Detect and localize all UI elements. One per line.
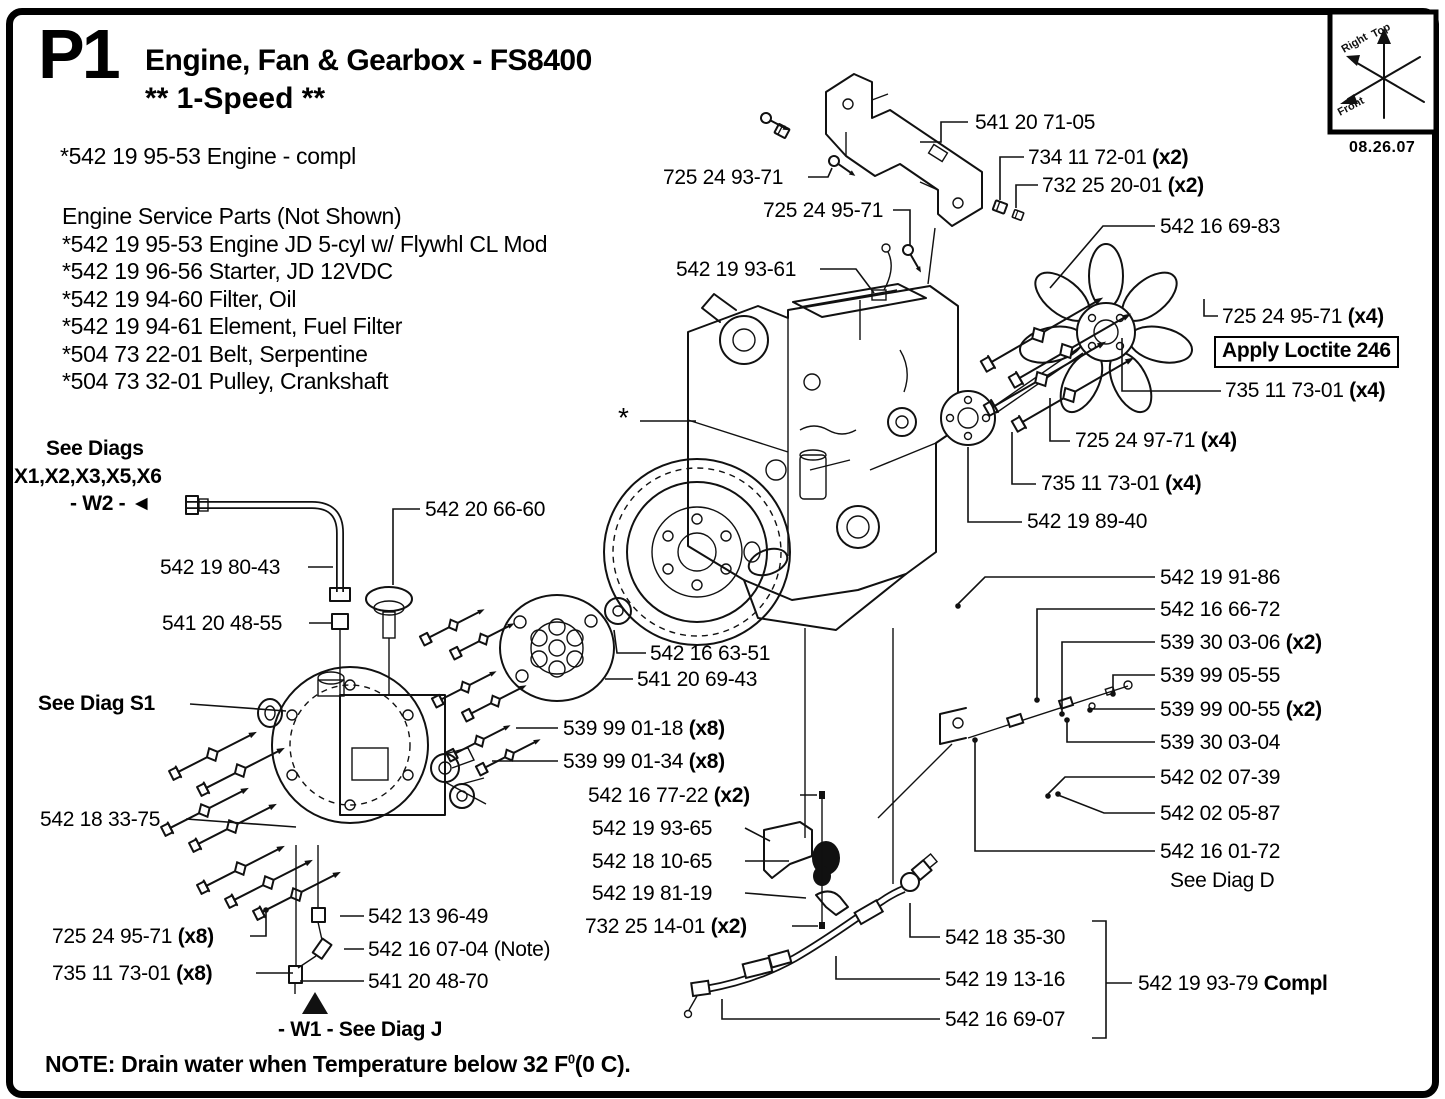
part-callout: 539 99 00-55 (x2) [1160,698,1322,721]
part-callout: 542 16 01-72 [1160,840,1281,863]
part-callout: 541 20 71-05 [975,111,1096,134]
service-part-item: *504 73 22-01 Belt, Serpentine [62,340,368,367]
part-callout: 541 20 48-70 [368,970,489,993]
part-callout: 539 99 01-34 (x8) [563,750,725,773]
revision-date: 08.26.07 [1349,139,1416,156]
w1-ref: - W1 - See Diag J [278,1018,443,1041]
leader-lines [185,121,1221,1039]
part-callout: 539 99 01-18 (x8) [563,717,725,740]
engine-art [603,243,959,646]
part-callout: 542 18 33-75 [40,808,161,831]
apply-loctite-note: Apply Loctite 246 [1214,336,1399,368]
w1-drain-art [288,845,333,1014]
part-callout: 732 25 20-01 (x2) [1042,174,1204,197]
part-callout: 542 20 66-60 [425,498,546,521]
gearbox-art [159,602,545,923]
part-callout: 542 16 69-07 [945,1008,1066,1031]
page-title: Engine, Fan & Gearbox - FS8400 [145,44,592,77]
part-callout: 725 24 95-71 (x4) [1222,305,1384,328]
part-callout: 539 99 05-55 [1160,664,1281,687]
hose-assembly-art [683,852,939,1019]
part-callout: 541 20 69-43 [637,668,758,691]
part-callout: 539 30 03-04 [1160,731,1281,754]
part-callout: 732 25 14-01 (x2) [585,915,747,938]
engine-complete-part: *542 19 95-53 Engine - compl [60,143,356,169]
clutch-disc-art [499,594,632,702]
part-callout: 725 24 95-71 [763,199,884,222]
part-callout: 542 19 93-65 [592,817,713,840]
service-parts-list: Engine Service Parts (Not Shown) *542 19… [62,203,548,396]
asterisk-marker: * [618,402,629,433]
see-diags-ref: See Diags [46,437,144,460]
part-callout: 542 02 05-87 [1160,802,1281,825]
service-part-item: *542 19 95-53 Engine JD 5-cyl w/ Flywhl … [62,230,548,257]
compl-label: 542 19 93-79 Compl [1138,972,1328,995]
service-part-item: *504 73 32-01 Pulley, Crankshaft [62,368,389,394]
orientation-compass-icon: Top Right Front [1327,9,1439,135]
w2-ref: - W2 - ◄ [70,492,152,515]
part-callout: 735 11 73-01 (x4) [1041,472,1202,495]
page-subtitle: ** 1-Speed ** [145,82,326,115]
part-callout: 734 11 72-01 (x2) [1028,146,1189,169]
part-callout: 735 11 73-01 (x4) [1225,379,1386,402]
part-callout: 542 18 35-30 [945,926,1066,949]
part-callout: 542 18 10-65 [592,850,713,873]
service-parts-heading: Engine Service Parts (Not Shown) [62,203,402,229]
solenoid-parts-art [763,628,894,929]
see-diag-s1-ref: See Diag S1 [38,692,155,715]
part-callout: 542 19 93-61 [676,258,797,281]
part-callout: 542 16 63-51 [650,642,771,665]
drain-note: NOTE: Drain water when Temperature below… [45,1051,631,1077]
part-callout: 725 24 95-71 (x8) [52,925,214,948]
part-callout: 542 19 13-16 [945,968,1066,991]
part-callout: 542 19 91-86 [1160,566,1281,589]
see-diags-list: X1,X2,X3,X5,X6 [14,465,162,488]
see-diag-d-ref: See Diag D [1170,869,1275,892]
part-callout: 542 19 89-40 [1027,510,1148,533]
mount-bracket-art [758,73,1025,285]
service-part-item: *542 19 94-61 Element, Fuel Filter [62,313,403,339]
w2-pipe-art [185,495,413,698]
part-callout: 542 16 69-83 [1160,215,1281,238]
part-callout: 725 24 97-71 (x4) [1075,429,1237,452]
part-callout: 541 20 48-55 [162,612,283,635]
part-callout: 542 02 07-39 [1160,766,1281,789]
part-callout: 542 19 81-19 [592,882,713,905]
part-callout: 542 16 66-72 [1160,598,1281,621]
part-callout: 542 16 07-04 (Note) [368,938,551,961]
part-callout: 725 24 93-71 [663,166,784,189]
fan-art [940,243,1197,446]
service-part-item: *542 19 96-56 Starter, JD 12VDC [62,258,393,284]
part-callout: 542 13 96-49 [368,905,489,928]
part-callout: 542 19 80-43 [160,556,281,579]
part-callout: 542 16 77-22 (x2) [588,784,750,807]
linkage-cluster-art [877,680,1133,819]
service-part-item: *542 19 94-60 Filter, Oil [62,285,297,312]
part-callout: 735 11 73-01 (x8) [52,962,213,985]
part-callout: 539 30 03-06 (x2) [1160,631,1322,654]
page-id: P1 [38,15,121,93]
